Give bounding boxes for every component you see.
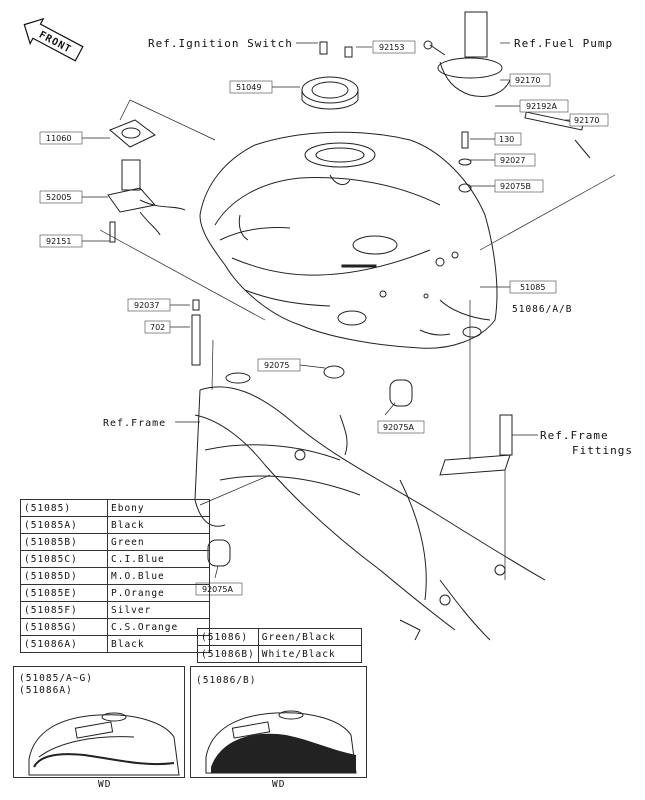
part-code-cell: (51085D) <box>20 567 108 585</box>
part-code-cell: (51086) <box>197 628 259 646</box>
variant-label-line1: (51085/A~G) <box>19 673 93 684</box>
part-code-cell: (51085G) <box>20 618 108 636</box>
part-number: 52005 <box>46 193 71 202</box>
callout-702: 702 <box>144 320 171 334</box>
color-name-cell: Green/Black <box>257 628 362 646</box>
color-table-row: (51086)Green/Black <box>197 628 362 646</box>
color-table-row: (51085D)M.O.Blue <box>20 567 210 585</box>
fuel-pump-illustration <box>423 11 591 159</box>
part-number: 92192A <box>526 102 557 111</box>
damper-illustration <box>191 131 482 567</box>
color-name-cell: Black <box>107 635 210 653</box>
callout-92192a: 92192A <box>519 99 569 113</box>
callout-92170-a: 92170 <box>509 73 551 87</box>
callout-51085: 51085 <box>509 280 557 294</box>
fuel-sensor-illustration <box>107 119 186 243</box>
leader-lines <box>82 42 616 580</box>
variant-label-line2: (51086A) <box>19 685 73 696</box>
variant-box-51086: (51086/B) <box>190 666 367 778</box>
color-table-row: (51085)Ebony <box>20 499 210 517</box>
callout-92027: 92027 <box>494 153 536 167</box>
frame-illustration <box>194 372 546 641</box>
color-name-cell: P.Orange <box>107 584 210 602</box>
part-number: 130 <box>499 135 514 144</box>
callout-11060: 11060 <box>39 131 83 145</box>
variant-caption-left: WD <box>98 779 112 790</box>
part-code-cell: (51086B) <box>197 645 259 663</box>
part-code-cell: (51085C) <box>20 550 108 568</box>
part-number-callouts: 92153 51049 92170 92192A 92170 130 92027… <box>39 40 609 596</box>
callout-130: 130 <box>494 132 522 146</box>
tank-variant-illustration <box>28 712 180 776</box>
color-table-row: (51085E)P.Orange <box>20 584 210 602</box>
part-number: 702 <box>150 323 165 332</box>
part-number: 92027 <box>500 156 525 165</box>
color-table-row: (51086B)White/Black <box>197 645 362 663</box>
part-number: 51085 <box>520 283 545 292</box>
color-table-row: (51086A)Black <box>20 635 210 653</box>
part-code-cell: (51085) <box>20 499 108 517</box>
color-name-cell: Green <box>107 533 210 551</box>
variant-caption-right: WD <box>272 779 286 790</box>
callout-52005: 52005 <box>39 190 83 204</box>
callout-92170-b: 92170 <box>569 113 609 127</box>
ref-frame-fittings-line1: Ref.Frame <box>540 429 609 442</box>
part-number: 51049 <box>236 83 261 92</box>
part-number: 92037 <box>134 301 159 310</box>
color-name-cell: Black <box>107 516 210 534</box>
part-code-cell: (51085B) <box>20 533 108 551</box>
part-number-51086ab: 51086/A/B <box>512 304 572 315</box>
color-table-row: (51085A)Black <box>20 516 210 534</box>
part-number: 92170 <box>574 116 599 125</box>
fuel-tank-illustration <box>199 131 498 349</box>
color-table-row: (51085B)Green <box>20 533 210 551</box>
color-table-51086: (51086)Green/Black(51086B)White/Black <box>197 628 362 663</box>
callout-92151: 92151 <box>39 234 83 248</box>
part-number: 92075A <box>202 585 233 594</box>
color-name-cell: Silver <box>107 601 210 619</box>
part-code-cell: (51086A) <box>20 635 108 653</box>
part-number: 92153 <box>379 43 404 52</box>
color-name-cell: White/Black <box>257 645 362 663</box>
ref-frame-fittings-line2: Fittings <box>572 444 633 457</box>
ref-fuel-pump-label: Ref.Fuel Pump <box>514 37 613 50</box>
callout-92153: 92153 <box>372 40 416 54</box>
front-arrow-icon: FRONT <box>23 17 84 62</box>
callout-92075a-upper: 92075A <box>377 420 425 434</box>
fuel-cap-illustration <box>301 41 359 110</box>
part-number: 92075B <box>500 182 531 191</box>
part-number: 92170 <box>515 76 540 85</box>
part-number: 92075 <box>264 361 289 370</box>
color-table-51085: (51085)Ebony(51085A)Black(51085B)Green(5… <box>20 499 210 653</box>
ref-frame-label: Ref.Frame <box>103 418 166 429</box>
color-table-row: (51085C)C.I.Blue <box>20 550 210 568</box>
tank-variant-illustration <box>205 710 357 774</box>
part-number: 11060 <box>46 134 71 143</box>
color-name-cell: M.O.Blue <box>107 567 210 585</box>
part-code-cell: (51085F) <box>20 601 108 619</box>
color-name-cell: C.S.Orange <box>107 618 210 636</box>
part-code-cell: (51085E) <box>20 584 108 602</box>
color-table-row: (51085F)Silver <box>20 601 210 619</box>
color-name-cell: Ebony <box>107 499 210 517</box>
callout-92075b: 92075B <box>494 179 544 193</box>
ref-ignition-switch-label: Ref.Ignition Switch <box>148 37 293 50</box>
color-name-cell: C.I.Blue <box>107 550 210 568</box>
callout-92037: 92037 <box>127 298 171 312</box>
color-table-row: (51085G)C.S.Orange <box>20 618 210 636</box>
part-code-cell: (51085A) <box>20 516 108 534</box>
variant-label-line1: (51086/B) <box>196 675 257 686</box>
callout-51049: 51049 <box>229 80 273 94</box>
part-number: 92075A <box>383 423 414 432</box>
part-number: 92151 <box>46 237 71 246</box>
variant-box-51085: (51085/A~G) (51086A) <box>13 666 185 778</box>
callout-92075: 92075 <box>257 358 301 372</box>
